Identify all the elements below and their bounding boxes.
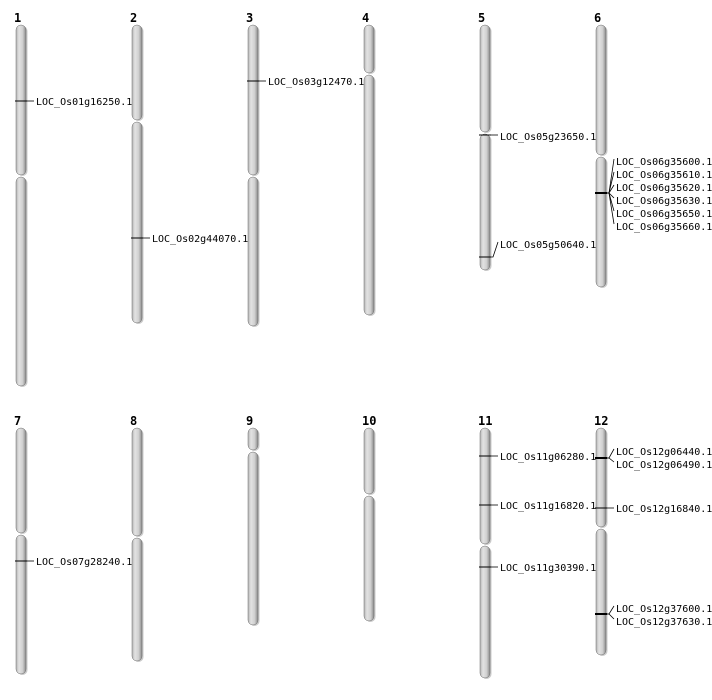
chromosome-label: 3 [246,11,253,25]
chromosome-label: 6 [594,11,601,25]
chromosome-arm-short [363,427,375,495]
gene-label: LOC_Os12g06490.1 [616,460,712,471]
gene-label: LOC_Os06g35620.1 [616,183,712,194]
chromosome-label: 7 [14,414,21,428]
chromosome-label: 1 [14,11,21,25]
chromosome-arm-short [247,24,259,176]
chromosome-label: 10 [362,414,376,428]
chromosome-arm-short [131,427,143,537]
gene-label: LOC_Os06g35610.1 [616,170,712,181]
chromosome-arm-long [15,534,27,675]
chromosome-label: 11 [478,414,492,428]
gene-label: LOC_Os11g16820.1 [500,501,596,512]
chromosome-10: 10 [362,414,376,622]
chromosome-arm-long [595,528,607,656]
chromosome-arm-short [247,427,259,451]
chromosome-arm-long [479,545,491,679]
gene-label: LOC_Os03g12470.1 [268,77,364,88]
chromosome-arm-long [363,74,375,316]
gene-label: LOC_Os01g16250.1 [36,97,132,108]
chromosome-label: 8 [130,414,137,428]
chromosome-arm-short [15,427,27,534]
gene-label: LOC_Os07g28240.1 [36,557,132,568]
chromosome-arm-long [363,495,375,622]
chromosome-arm-long [247,176,259,327]
chromosome-arm-long [15,176,27,387]
chromosome-4: 4 [362,11,376,316]
chromosome-label: 4 [362,11,369,25]
chromosome-label: 5 [478,11,485,25]
chromosome-label: 2 [130,11,137,25]
chromosome-9: 9 [246,414,260,626]
chromosome-12: 12LOC_Os12g06440.1LOC_Os12g06490.1LOC_Os… [594,414,712,656]
gene-label: LOC_Os11g30390.1 [500,563,596,574]
chromosome-arm-long [247,451,259,626]
chromosome-arm-short [15,24,27,176]
chromosome-11: 11LOC_Os11g06280.1LOC_Os11g16820.1LOC_Os… [478,414,596,679]
chromosome-arm-long [131,121,143,324]
gene-label: LOC_Os05g50640.1 [500,240,596,251]
gene-label: LOC_Os06g35600.1 [616,157,712,168]
chromosome-arm-short [479,24,491,133]
chromosome-arm-long [595,156,607,288]
chromosome-arm-short [595,427,607,528]
gene-label: LOC_Os12g37630.1 [616,617,712,628]
chromosome-label: 12 [594,414,608,428]
chromosome-6: 6LOC_Os06g35600.1LOC_Os06g35610.1LOC_Os0… [594,11,712,288]
chromosome-arm-short [363,24,375,74]
gene-label: LOC_Os06g35650.1 [616,209,712,220]
gene-label: LOC_Os12g37600.1 [616,604,712,615]
gene-label: LOC_Os02g44070.1 [152,234,248,245]
chromosome-arm-long [479,133,491,271]
chromosome-arm-short [131,24,143,121]
gene-label: LOC_Os12g06440.1 [616,447,712,458]
chromosome-arm-short [479,427,491,545]
gene-label: LOC_Os12g16840.1 [616,504,712,515]
chromosome-arm-short [595,24,607,156]
gene-label: LOC_Os06g35630.1 [616,196,712,207]
gene-label: LOC_Os11g06280.1 [500,452,596,463]
chromosome-arm-long [131,537,143,662]
gene-label: LOC_Os05g23650.1 [500,132,596,143]
chromosome-8: 8 [130,414,144,662]
gene-label: LOC_Os06g35660.1 [616,222,712,233]
chromosome-label: 9 [246,414,253,428]
